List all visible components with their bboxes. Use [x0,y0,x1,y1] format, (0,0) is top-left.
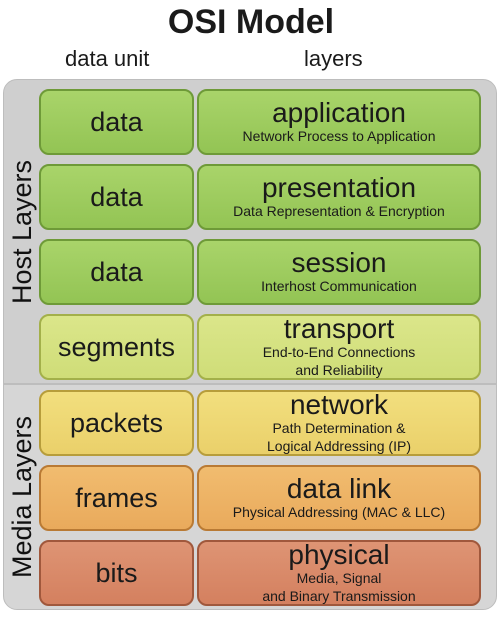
layer-description-line2: Logical Addressing (IP) [267,438,411,454]
data-unit-network: packets [39,390,194,456]
layer-description: Physical Addressing (MAC & LLC) [232,504,446,520]
layer-transport: transport End-to-End Connections and Rel… [197,314,481,380]
layer-description: Data Representation & Encryption [233,203,445,219]
diagram-title: OSI Model [167,3,335,41]
host-layers-label-box: Host Layers [6,79,38,384]
layer-name: network [289,390,389,420]
data-unit-session: data [39,239,194,305]
data-unit-label: segments [57,332,176,362]
layer-description: Media, Signal [296,570,382,586]
layer-application: application Network Process to Applicati… [197,89,481,155]
layer-presentation: presentation Data Representation & Encry… [197,164,481,230]
data-unit-data-link: frames [39,465,194,531]
layer-description-line2: and Reliability [295,362,383,378]
data-unit-label: data [90,107,143,137]
layer-session: session Interhost Communication [197,239,481,305]
data-unit-label: data [90,257,143,287]
layer-name: data link [286,473,392,504]
layer-name: presentation [261,172,417,203]
layer-name: transport [283,314,395,344]
layer-description: Network Process to Application [242,128,436,144]
layer-name: session [291,247,387,278]
layers-header: layers [304,46,363,71]
data-unit-physical: bits [39,540,194,606]
layer-description: End-to-End Connections [262,344,416,360]
media-layers-label-box: Media Layers [6,384,38,610]
layer-description-line2: and Binary Transmission [262,588,416,604]
layer-physical: physical Media, Signal and Binary Transm… [197,540,481,606]
layer-description: Interhost Communication [261,278,417,294]
data-unit-label: data [90,182,143,212]
data-unit-label: packets [69,408,164,438]
media-layers-label: Media Layers [7,415,37,579]
data-unit-header: data unit [65,46,150,71]
layer-data-link: data link Physical Addressing (MAC & LLC… [197,465,481,531]
data-unit-application: data [39,89,194,155]
layer-name: physical [288,540,390,570]
layer-name: application [272,97,406,128]
data-unit-label: bits [95,558,138,588]
host-layers-label: Host Layers [7,159,37,304]
data-unit-presentation: data [39,164,194,230]
layer-network: network Path Determination & Logical Add… [197,390,481,456]
data-unit-transport: segments [39,314,194,380]
data-unit-label: frames [75,483,158,513]
layer-description: Path Determination & [272,420,406,436]
